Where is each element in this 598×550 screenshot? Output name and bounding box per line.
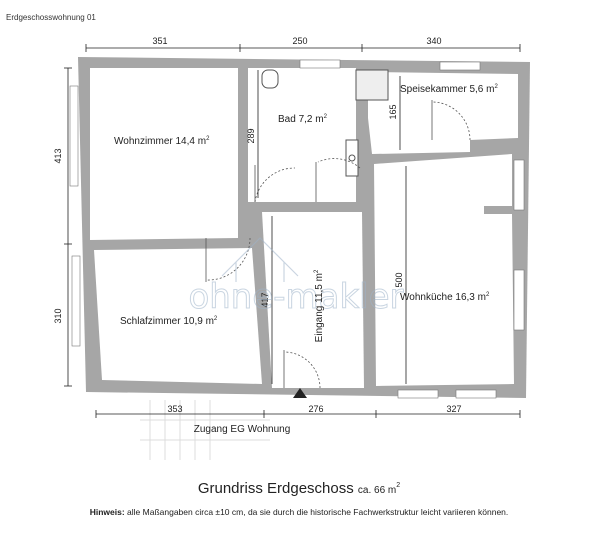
label-bad: Bad 7,2 m2	[278, 114, 328, 125]
caption-area-sup: 2	[396, 482, 401, 489]
room-wohnzimmer	[90, 68, 238, 240]
plan-caption: Grundriss Erdgeschoss ca. 66 m2	[0, 480, 598, 497]
hint-text: alle Maßangaben circa ±10 cm, da sie dur…	[124, 507, 509, 517]
exterior-steps	[140, 400, 270, 460]
dimension-lines	[64, 44, 521, 418]
dim-bottom-2: 276	[308, 404, 323, 414]
dim-bottom-3: 327	[446, 404, 461, 414]
room-wohnkueche	[374, 154, 514, 386]
sheet-title: Erdgeschosswohnung 01	[6, 13, 96, 22]
label-wohnkueche: Wohnküche 16,3 m2	[400, 292, 490, 303]
watermark-text: ohne-makler	[188, 277, 403, 317]
shower-icon	[355, 69, 389, 101]
entrance-arrow-icon	[293, 388, 307, 398]
label-schlafzimmer: Schlafzimmer 10,9 m2	[120, 316, 218, 327]
dim-top-2: 250	[292, 36, 307, 46]
room-speisekammer	[368, 72, 518, 154]
dim-left-1: 413	[53, 148, 63, 163]
watermark: ohne-makler	[188, 237, 404, 318]
doors	[205, 100, 471, 389]
caption-area: ca. 66 m	[357, 485, 397, 496]
room-schlafzimmer	[94, 248, 262, 384]
fixtures	[261, 69, 389, 177]
room-eingang	[262, 212, 364, 388]
toilet-icon	[261, 69, 279, 89]
dim-speis-height: 165	[388, 104, 398, 119]
rooms	[90, 68, 518, 388]
hint-note: Hinweis: alle Maßangaben circa ±10 cm, d…	[0, 507, 598, 517]
dim-eingang-height: 417	[260, 292, 270, 307]
room-bad	[248, 68, 356, 202]
floor-plan: Erdgeschosswohnung 01	[6, 13, 530, 460]
dim-bad-height: 289	[246, 128, 256, 143]
dim-top-3: 340	[426, 36, 441, 46]
dim-top-1: 351	[152, 36, 167, 46]
windows	[69, 59, 525, 399]
dim-left-2: 310	[53, 308, 63, 323]
hint-label: Hinweis:	[89, 507, 125, 517]
label-wohnzimmer: Wohnzimmer 14,4 m2	[114, 136, 210, 147]
dim-bottom-1: 353	[167, 404, 182, 414]
dim-kueche-height: 500	[394, 272, 404, 287]
label-eingang: Eingang 11,5 m2	[314, 269, 325, 342]
entrance-label: Zugang EG Wohnung	[194, 424, 291, 435]
label-speisekammer: Speisekammer 5,6 m2	[400, 84, 498, 95]
caption-title: Grundriss Erdgeschoss	[197, 480, 354, 497]
